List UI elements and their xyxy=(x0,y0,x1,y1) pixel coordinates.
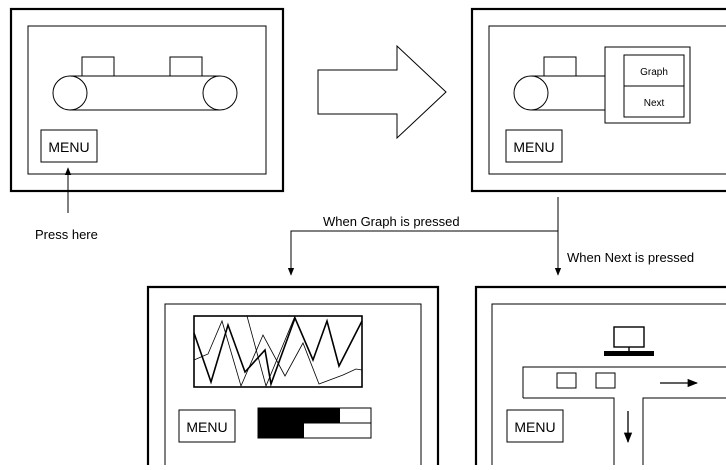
conveyor-belt-icon xyxy=(52,56,238,111)
when-next-label: When Next is pressed xyxy=(567,250,694,265)
bar-meter-fill-top xyxy=(258,408,340,423)
menu-button-label: MENU xyxy=(186,419,227,435)
transition-arrow-icon xyxy=(317,44,447,140)
graph-line-primary xyxy=(193,315,363,388)
press-here-label: Press here xyxy=(35,227,98,242)
computer-icon xyxy=(604,326,654,356)
graph-button-label: Graph xyxy=(640,67,668,78)
graph-button[interactable] xyxy=(623,54,685,87)
trend-graph xyxy=(193,315,363,388)
menu-button[interactable]: MENU xyxy=(505,129,563,163)
panel-top-left: MENU xyxy=(9,7,285,193)
screen-border xyxy=(491,303,726,469)
graph-line-secondary xyxy=(193,319,363,388)
bar-meter-fill-bottom xyxy=(258,423,304,438)
panel-bottom-right: MENU xyxy=(474,285,726,469)
graph-branch-arrow xyxy=(287,230,558,276)
screen-border xyxy=(27,25,267,175)
menu-button-label: MENU xyxy=(513,139,554,155)
when-graph-label: When Graph is pressed xyxy=(323,214,460,229)
menu-button-label: MENU xyxy=(48,139,89,155)
line-layout xyxy=(522,366,726,469)
popup-menu: Graph Next xyxy=(604,46,691,124)
screen-border xyxy=(488,25,726,175)
bar-meter xyxy=(257,407,372,439)
panel-top-right: Graph Next MENU xyxy=(470,7,726,193)
menu-button[interactable]: MENU xyxy=(178,409,236,443)
menu-button-label: MENU xyxy=(514,419,555,435)
panel-frame xyxy=(9,7,285,193)
screen-border xyxy=(164,303,422,469)
panel-bottom-left: MENU xyxy=(146,285,440,469)
next-button[interactable] xyxy=(623,85,685,118)
panel-frame xyxy=(146,285,440,469)
menu-button[interactable]: MENU xyxy=(506,409,564,443)
panel-frame xyxy=(470,7,726,193)
branch-connectors xyxy=(287,197,562,276)
next-button-label: Next xyxy=(644,98,665,109)
panel-frame xyxy=(474,285,726,469)
menu-button[interactable]: MENU xyxy=(40,129,98,163)
conveyor-belt-icon xyxy=(513,56,605,111)
